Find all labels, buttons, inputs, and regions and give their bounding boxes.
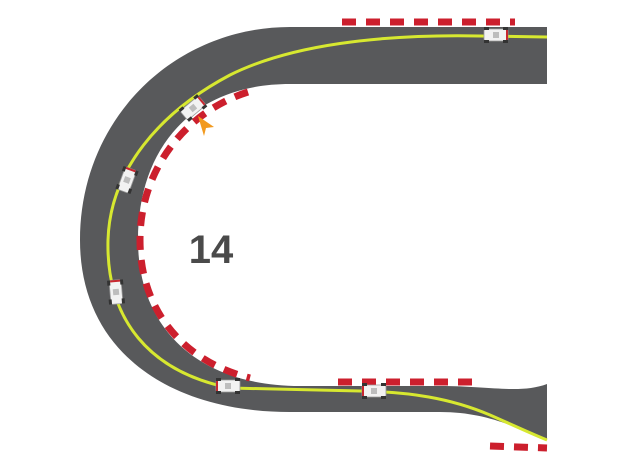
kerb-apex-inner xyxy=(136,88,251,382)
race-car-icon xyxy=(106,278,126,306)
race-car-icon xyxy=(361,382,387,400)
racing-line xyxy=(106,34,548,442)
turn-number-label: 14 xyxy=(189,228,234,272)
race-car-icon xyxy=(215,377,241,395)
arrow-marker-icon xyxy=(198,116,214,136)
kerb-bottom-exit xyxy=(489,442,548,452)
race-car-icon xyxy=(483,26,509,44)
track-surface xyxy=(80,27,547,440)
